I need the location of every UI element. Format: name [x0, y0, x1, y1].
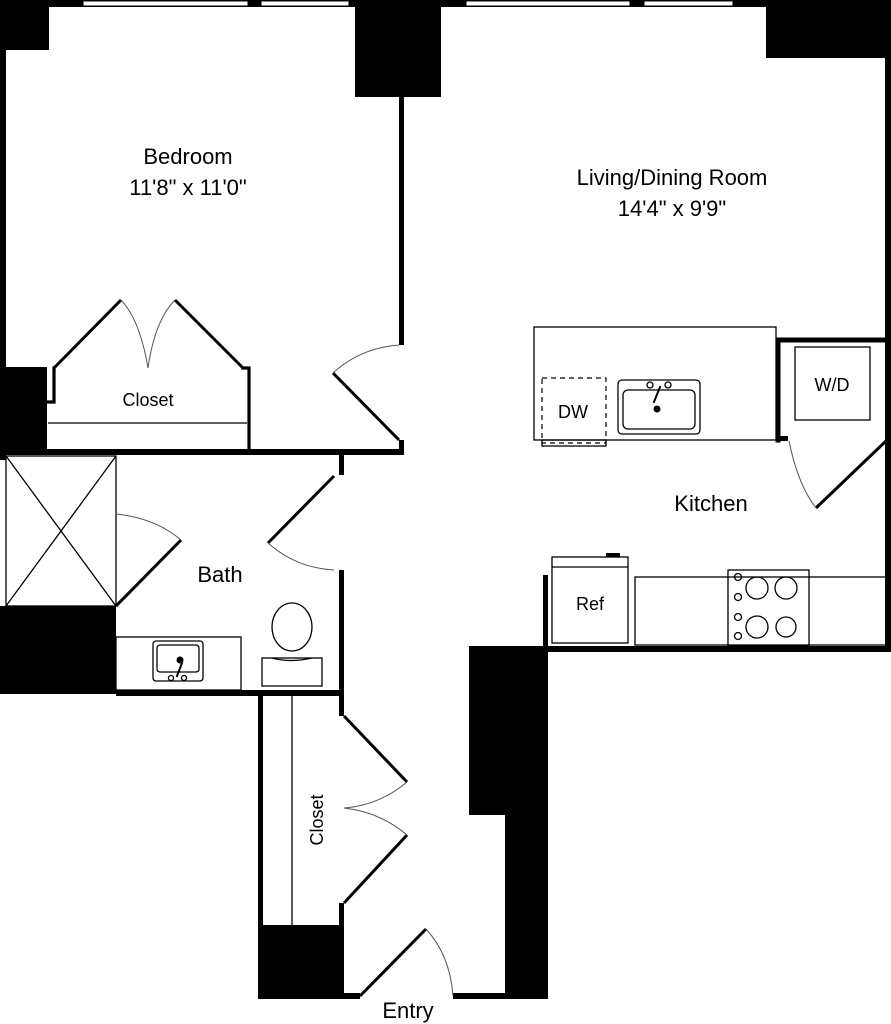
kitchen-label: Kitchen [674, 491, 747, 516]
bath: Bath [0, 455, 344, 696]
refrigerator: Ref [551, 553, 629, 644]
wd-door[interactable] [814, 439, 888, 510]
bath-sink [152, 640, 204, 682]
window [82, 0, 249, 7]
living-room-dimensions: 14'4" x 9'9" [618, 196, 726, 221]
kitchen: DW W/D Kitchen Ref [533, 326, 891, 652]
dishwasher [541, 377, 607, 444]
kitchen-counter [533, 326, 777, 441]
kitchen-sink [617, 379, 701, 435]
entry-label: Entry [382, 998, 433, 1023]
door-swing [343, 807, 408, 836]
window [643, 0, 734, 7]
door-swing [343, 781, 408, 809]
entry: Entry [258, 646, 548, 1023]
windows [82, 0, 734, 7]
washer-dryer-label: W/D [815, 375, 850, 395]
lower-counter [634, 576, 887, 646]
bedroom-dimensions: 11'8" x 11'0" [129, 175, 246, 200]
shower [5, 455, 183, 608]
living-dining-room: Living/Dining Room 14'4" x 9'9" [577, 165, 768, 221]
bedroom: Bedroom 11'8" x 11'0" [0, 97, 404, 455]
hall-closet-label: Closet [307, 794, 327, 845]
washer-dryer [794, 346, 871, 421]
door-swing [120, 299, 149, 369]
door-swing [115, 513, 182, 541]
toilet [261, 602, 323, 687]
door-swing [425, 928, 454, 997]
bath-door[interactable] [266, 474, 336, 545]
window [260, 0, 350, 7]
door-swing [332, 344, 400, 374]
range-cooktop [727, 569, 810, 647]
bedroom-closet: Closet [45, 298, 251, 454]
bedroom-label: Bedroom [143, 144, 232, 169]
exterior-walls [0, 0, 891, 650]
entry-door[interactable] [358, 927, 428, 998]
hall-closet: Closet [258, 696, 409, 930]
door-swing [267, 542, 335, 571]
bath-label: Bath [197, 562, 242, 587]
window [465, 0, 631, 7]
dishwasher-label: DW [558, 402, 588, 422]
living-room-label: Living/Dining Room [577, 165, 768, 190]
bedroom-closet-label: Closet [122, 390, 173, 410]
door-swing [147, 299, 176, 369]
refrigerator-label: Ref [576, 594, 605, 614]
door-swing [788, 440, 817, 509]
bedroom-door[interactable] [331, 371, 401, 442]
